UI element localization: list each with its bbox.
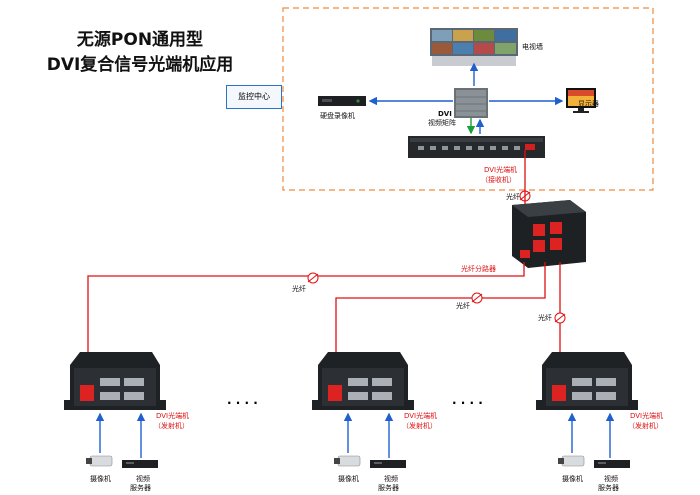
monitoring-center-label: 监控中心 — [226, 85, 282, 109]
camera-icon-2 — [334, 455, 361, 467]
tv-wall-icon — [430, 28, 518, 66]
splitter-icon — [512, 200, 586, 268]
fiber-coil-icon-1 — [307, 272, 319, 284]
camera-1-label: 摄像机 — [90, 475, 111, 483]
video-server-icon-2 — [370, 460, 406, 468]
transmitter-1-label-1: DVI光端机 — [156, 412, 190, 420]
receiver-label-1: DVI光端机 — [484, 166, 518, 174]
fiber-label-3: 光纤 — [538, 314, 552, 322]
fiber-label-1: 光纤 — [292, 285, 306, 293]
fiber-label-top: 光纤 — [506, 193, 520, 201]
display-icon — [566, 88, 596, 113]
transmitter-2-label-1: DVI光端机 — [404, 412, 438, 420]
fiber-coil-icon-top — [519, 190, 531, 202]
title-line-2: DVI复合信号光端机应用 — [46, 55, 234, 75]
video-server-icon-3 — [594, 460, 630, 468]
camera-icon-1 — [86, 455, 113, 467]
tv-wall-label: 电视墙 — [522, 43, 543, 51]
server-3-label-1: 视频 — [604, 475, 618, 483]
transmitter-icon-3 — [536, 352, 638, 410]
camera-icon-3 — [558, 455, 585, 467]
matrix-label-1: DVI — [438, 110, 452, 118]
camera-2-label: 摄像机 — [338, 475, 359, 483]
ellipsis-1: · · · · — [227, 396, 258, 410]
matrix-label-2: 视频矩阵 — [428, 119, 456, 127]
display-label: 显示器 — [578, 100, 599, 108]
receiver-label-2: （接收机） — [481, 176, 516, 184]
rack-receiver-icon — [408, 136, 545, 158]
dvr-label: 硬盘录像机 — [320, 112, 355, 120]
fiber-label-2: 光纤 — [456, 302, 470, 310]
ellipsis-2: · · · · — [452, 396, 483, 410]
transmitter-icon-1 — [64, 352, 166, 410]
server-2-label-1: 视频 — [384, 475, 398, 483]
monitoring-center-text: 监控中心 — [238, 92, 270, 101]
fiber-coil-icon-2 — [471, 292, 483, 304]
dvr-icon — [318, 96, 366, 106]
server-1-label-2: 服务器 — [130, 484, 151, 492]
server-3-label-2: 服务器 — [598, 484, 619, 492]
video-server-icon-1 — [122, 460, 158, 468]
splitter-label: 光纤分路器 — [461, 265, 496, 273]
control-room-boundary — [282, 7, 654, 191]
transmitter-icon-2 — [312, 352, 414, 410]
server-1-label-1: 视频 — [136, 475, 150, 483]
video-matrix-icon — [454, 88, 488, 118]
server-2-label-2: 服务器 — [378, 484, 399, 492]
transmitter-3-label-2: （发射机） — [628, 422, 663, 430]
transmitter-3-label-1: DVI光端机 — [630, 412, 664, 420]
transmitter-1-label-2: （发射机） — [154, 422, 189, 430]
title-line-1: 无源PON通用型 — [76, 30, 204, 50]
camera-3-label: 摄像机 — [562, 475, 583, 483]
transmitter-2-label-2: （发射机） — [402, 422, 437, 430]
fiber-coil-icon-3 — [554, 312, 566, 324]
